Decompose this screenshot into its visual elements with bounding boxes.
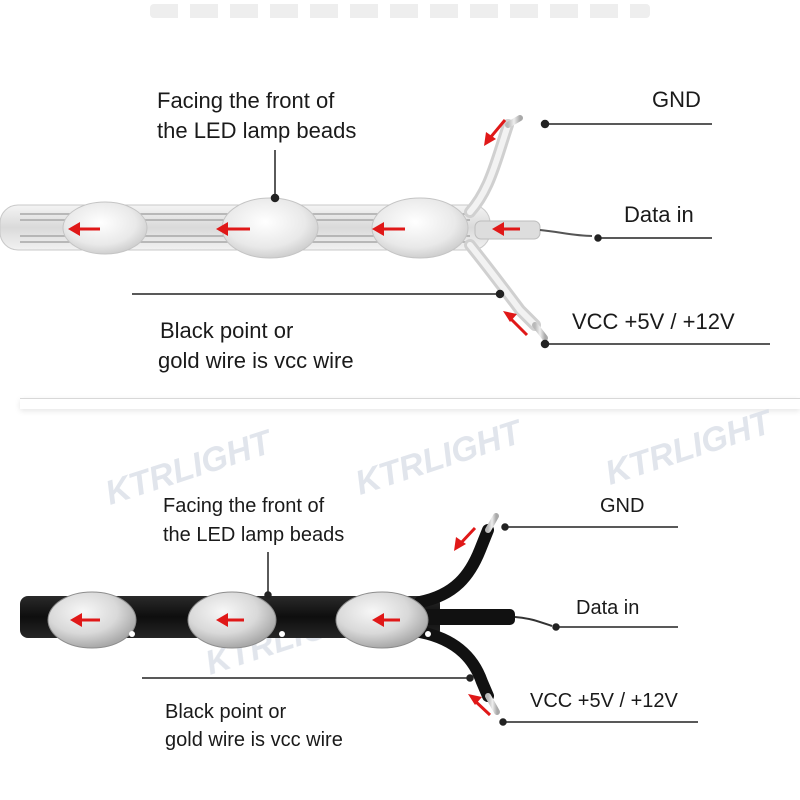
vcc-wire-tip (532, 322, 548, 341)
bottom-gnd-label: GND (600, 495, 645, 517)
bottom-diagram-graphic: KTRLIGHT KTRLIGHT KTRLIGHT KTRLIGHT (20, 402, 779, 726)
top-wiring-diagram: Facing the front of the LED lamp beads G… (0, 87, 770, 373)
led-bead-1 (62, 201, 148, 255)
bottom-vcc-label: VCC +5V / +12V (530, 690, 678, 712)
vcc-wire (414, 626, 494, 702)
top-vcc-label: VCC +5V / +12V (572, 309, 735, 334)
bottom-wiring-diagram: KTRLIGHT KTRLIGHT KTRLIGHT KTRLIGHT (0, 400, 800, 800)
data-wire (420, 609, 515, 625)
top-front-label-line2: the LED lamp beads (157, 118, 357, 143)
top-gnd-label: GND (652, 87, 701, 112)
top-diagram-graphic (0, 115, 770, 349)
svg-text:KTRLIGHT: KTRLIGHT (351, 412, 529, 502)
bottom-front-label-line2: the LED lamp beads (163, 524, 345, 546)
data-wire-tip (514, 616, 553, 627)
top-vcc-note-line1: Black point or (160, 318, 294, 343)
direction-arrows (70, 526, 492, 717)
bottom-front-label-line1: Facing the front of (163, 495, 325, 517)
vcc-wire-tip (485, 693, 500, 715)
gnd-wire (414, 524, 494, 608)
gnd-wire-tip (505, 115, 523, 128)
gnd-wire-tip (485, 513, 499, 533)
data-wire-tip (539, 229, 593, 237)
top-data-in-label: Data in (624, 202, 694, 227)
bottom-data-in-label: Data in (576, 597, 640, 619)
cropped-title-fragment (150, 4, 650, 18)
top-front-label-line1: Facing the front of (157, 88, 335, 113)
direction-arrows (68, 119, 529, 337)
panel-divider (20, 398, 800, 409)
bottom-vcc-note-line2: gold wire is vcc wire (165, 729, 343, 751)
top-vcc-note-line2: gold wire is vcc wire (158, 348, 354, 373)
svg-text:KTRLIGHT: KTRLIGHT (601, 402, 779, 492)
led-bead-3 (371, 197, 469, 259)
bottom-vcc-note-line1: Black point or (165, 701, 287, 723)
